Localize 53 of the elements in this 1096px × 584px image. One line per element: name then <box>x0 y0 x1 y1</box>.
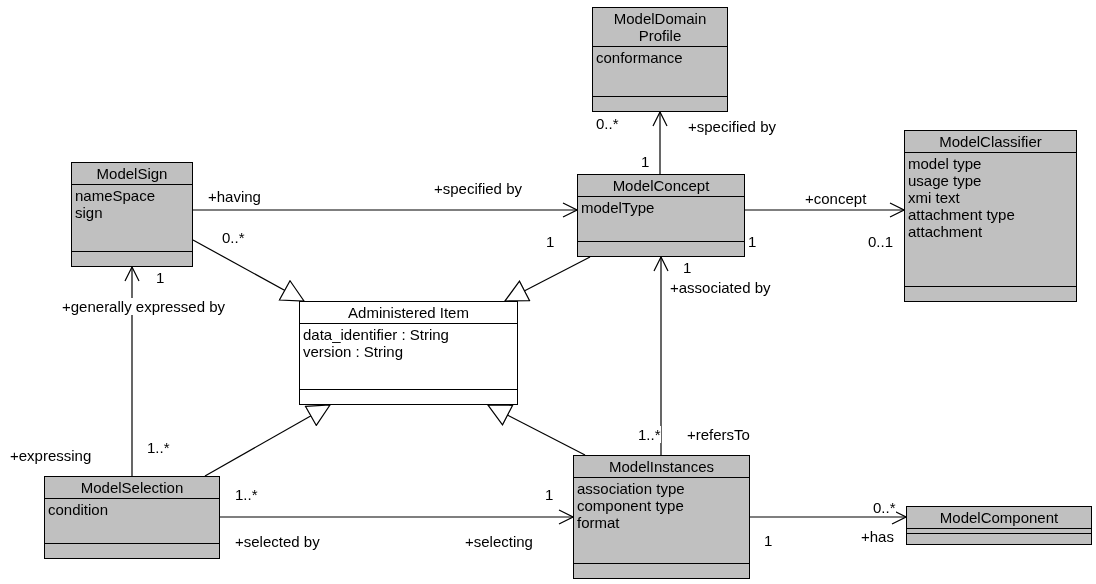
role-label: +refersTo <box>687 426 750 443</box>
role-label: +specified by <box>688 118 776 135</box>
class-name: ModelClassifier <box>939 133 1042 150</box>
class-name: ModelComponent <box>939 509 1059 526</box>
attribute-text: model type <box>908 155 983 172</box>
attribute-text: conformance <box>596 49 684 66</box>
role-label: +associated by <box>670 279 771 296</box>
class-box <box>299 301 518 405</box>
role-label: +having <box>208 188 261 205</box>
role-label: +selected by <box>235 533 320 550</box>
role-label: +selecting <box>465 533 533 550</box>
generalization-arrow <box>487 404 586 456</box>
class-box <box>906 506 1092 545</box>
attribute-text: usage type <box>908 172 983 189</box>
class-box <box>71 162 193 267</box>
class-name: ModelSign <box>96 165 168 182</box>
attribute-text: attachment <box>908 223 984 240</box>
class-box <box>904 130 1077 302</box>
generalization-arrow <box>504 256 591 302</box>
association-arrow <box>219 509 574 525</box>
class-name: ModelConcept <box>612 177 710 194</box>
role-label: +has <box>861 528 894 545</box>
class-box <box>577 174 745 257</box>
association-arrow <box>192 202 578 218</box>
association-arrow <box>744 202 905 218</box>
role-label: +specified by <box>434 180 522 197</box>
attribute-text: version : String <box>303 343 405 360</box>
attribute-text: format <box>577 514 621 531</box>
attribute-text: sign <box>75 204 104 221</box>
generalization-arrow <box>192 239 305 302</box>
class-name: ModelSelection <box>80 479 184 496</box>
attribute-text: attachment type <box>908 206 1016 223</box>
attribute-text: condition <box>48 501 110 518</box>
association-arrow <box>749 509 907 525</box>
association-arrow <box>124 266 140 477</box>
association-arrow <box>652 111 668 175</box>
attribute-text: modelType <box>581 199 656 216</box>
attribute-text: association type <box>577 480 686 497</box>
generalization-arrow <box>204 404 331 477</box>
association-arrow <box>653 256 669 456</box>
class-name: Administered Item <box>348 304 469 321</box>
class-name: ModelDomain Profile <box>613 10 707 44</box>
class-name: ModelInstances <box>608 458 715 475</box>
role-label: 1..* <box>638 426 661 443</box>
attribute-text: data_identifier : String <box>303 326 450 343</box>
attribute-text: component type <box>577 497 685 514</box>
class-box <box>573 455 750 579</box>
class-box <box>44 476 220 559</box>
role-label: +expressing <box>10 447 92 464</box>
attribute-text: nameSpace <box>75 187 157 204</box>
class-box <box>592 7 728 112</box>
attribute-text: xmi text <box>908 189 961 206</box>
role-label: +generally expressed by <box>62 298 225 315</box>
